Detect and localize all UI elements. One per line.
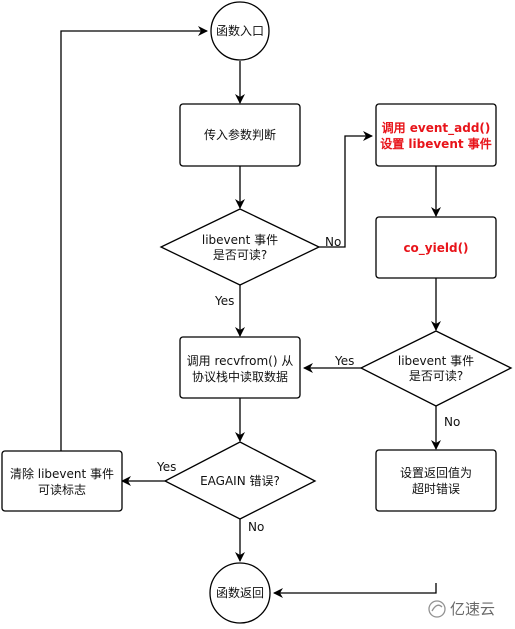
co-yield-node: co_yield() [375,216,497,279]
end-label: 函数返回 [216,585,264,600]
readable-left-line2: 是否可读? [213,248,267,262]
event-add-node: 调用 event_add() 设置 libevent 事件 [375,103,497,167]
set-timeout-line2: 超时错误 [412,481,460,496]
eagain-decision: EAGAIN 错误? [163,441,317,520]
edge-label-yes-3: Yes [156,460,176,474]
edge-readable-no [319,131,373,248]
readable-decision-right: libevent 事件 是否可读? [359,330,513,407]
start-node: 函数入口 [210,1,270,61]
recvfrom-node: 调用 recvfrom() 从 协议栈中读取数据 [179,336,301,399]
readable-left-line1: libevent 事件 [202,233,278,247]
edge-label-yes-1: Yes [214,294,234,308]
set-timeout-line1: 设置返回值为 [400,465,472,480]
edge-label-no-1: No [325,235,341,249]
edge-label-no-2: No [444,415,460,429]
yisu-logo-icon [428,600,446,618]
start-label: 函数入口 [216,23,264,38]
watermark-text: 亿速云 [450,600,495,618]
co-yield-label: co_yield() [403,241,468,256]
edge-label-yes-2: Yes [334,354,354,368]
end-node: 函数返回 [209,562,271,624]
readable-right-line2: 是否可读? [409,369,463,383]
edge-timeout-end [273,583,437,598]
edge-loop-to-start [60,26,208,451]
readable-right-line1: libevent 事件 [398,354,474,368]
judge-params-label: 传入参数判断 [204,127,276,142]
readable-decision-left: libevent 事件 是否可读? [159,208,321,286]
set-timeout-node: 设置返回值为 超时错误 [375,449,497,512]
clear-flag-node: 清除 libevent 事件 可读标志 [1,450,123,512]
clear-flag-line1: 清除 libevent 事件 [10,466,114,481]
clear-flag-line2: 可读标志 [38,483,86,497]
watermark: 亿速云 [428,600,495,618]
edge-label-no-3: No [248,520,264,534]
judge-params-node: 传入参数判断 [179,103,301,167]
eagain-label: EAGAIN 错误? [200,474,280,488]
event-add-line1: 调用 event_add() [382,121,491,136]
event-add-line2: 设置 libevent 事件 [380,136,492,151]
recvfrom-line1: 调用 recvfrom() 从 [187,354,294,368]
recvfrom-line2: 协议栈中读取数据 [192,369,288,384]
